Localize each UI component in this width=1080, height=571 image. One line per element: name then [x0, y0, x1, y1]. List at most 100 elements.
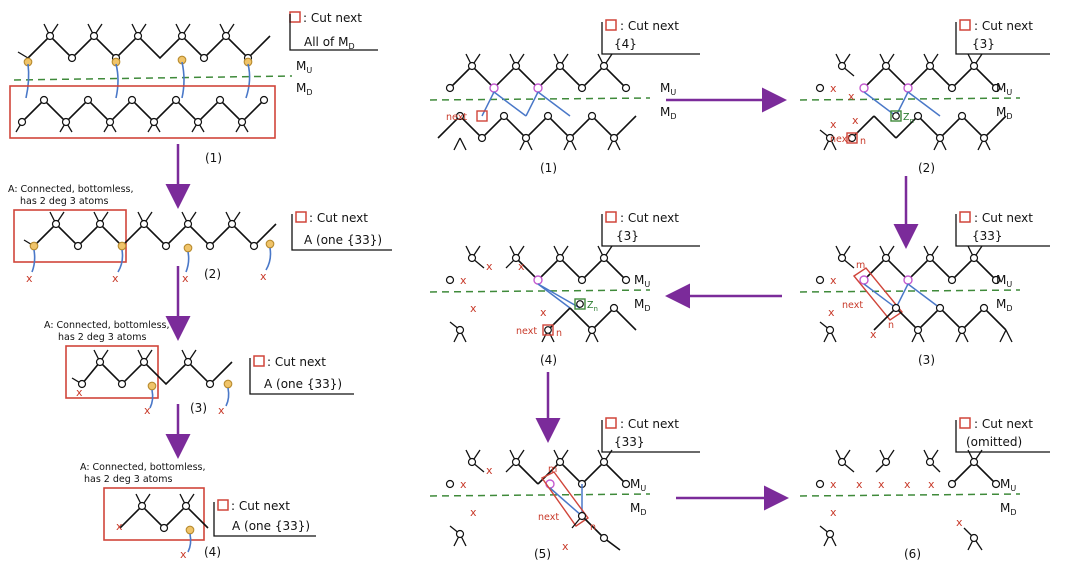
mu-label: MU	[634, 273, 650, 289]
note-line-1: A: Connected, bottomless,	[80, 462, 206, 473]
x-mark: x	[470, 302, 477, 315]
x-mark: x	[830, 118, 837, 131]
red-square-icon	[959, 417, 971, 429]
x-mark: x	[830, 478, 837, 491]
x-mark: x	[878, 478, 885, 491]
step-label: (2)	[918, 161, 935, 175]
red-square-icon	[295, 211, 307, 223]
next-label: next	[538, 512, 559, 523]
red-square-icon	[605, 417, 617, 429]
red-square-icon	[605, 211, 617, 223]
right-panel-4: : Cut next {3}	[429, 211, 700, 367]
x-mark: x	[956, 516, 963, 529]
mu-label: MU	[296, 59, 312, 75]
n-label: n	[556, 328, 562, 339]
right-panel-1: : Cut next {4}	[429, 19, 700, 175]
note-line-1: A: Connected, bottomless,	[8, 184, 134, 195]
md-label: MD	[660, 105, 677, 121]
red-selection-box	[65, 345, 159, 399]
left-panel-2: A: Connected, bottomless, has 2 deg 3 at…	[8, 184, 392, 285]
cut-next-label: : Cut next	[974, 417, 1033, 431]
note-line-2: has 2 deg 3 atoms	[20, 196, 108, 207]
cut-next-value: (omitted)	[966, 435, 1022, 449]
green-dashed-divider	[13, 75, 293, 81]
x-mark: x	[870, 328, 877, 341]
cut-next-value: {3}	[616, 229, 639, 243]
md-label: MD	[296, 81, 313, 97]
red-square-icon	[605, 19, 617, 31]
next-label: next	[842, 300, 863, 311]
next-label: next	[830, 134, 851, 145]
x-mark: x	[486, 464, 493, 477]
x-mark: x	[144, 404, 151, 417]
right-panel-2: : Cut next {3}	[799, 19, 1050, 175]
x-mark: x	[852, 114, 859, 127]
cut-next-label: : Cut next	[620, 417, 679, 431]
left-panel-4: A: Connected, bottomless, has 2 deg 3 at…	[80, 462, 316, 561]
red-square-icon	[289, 11, 301, 23]
md-label: MD	[630, 501, 647, 517]
n-label: n	[860, 136, 866, 147]
x-mark: x	[856, 478, 863, 491]
md-label: MD	[996, 105, 1013, 121]
x-mark: x	[518, 260, 525, 273]
step-label: (1)	[540, 161, 557, 175]
mu-label: MU	[996, 81, 1012, 97]
legend-cut-next: : Cut next {33}	[955, 211, 1050, 247]
legend-cut-next: : Cut next {3}	[601, 211, 700, 247]
x-mark: x	[562, 540, 569, 553]
next-label: next	[516, 326, 537, 337]
step-label: (6)	[904, 547, 921, 561]
m-label: m	[856, 260, 865, 271]
n-label: n	[888, 320, 894, 331]
step-label: (4)	[204, 545, 221, 559]
legend-cut-next-4: : Cut next A (one {33})	[213, 499, 316, 537]
x-mark: x	[182, 272, 189, 285]
legend-cut-next: : Cut next {4}	[601, 19, 700, 55]
cut-next-label: : Cut next	[309, 211, 368, 225]
red-square-icon	[959, 19, 971, 31]
x-mark: x	[116, 520, 123, 533]
red-selection-box	[103, 487, 205, 541]
x-mark: x	[830, 82, 837, 95]
cut-next-label: : Cut next	[303, 11, 362, 25]
upper-chain	[27, 34, 271, 60]
x-mark: x	[830, 506, 837, 519]
note-line-2: has 2 deg 3 atoms	[84, 474, 172, 485]
x-mark: x	[260, 270, 267, 283]
right-panel-6: : Cut next (omitted) x x x x x x x MU MD…	[799, 417, 1050, 561]
md-label: MD	[634, 297, 651, 313]
step-label: (3)	[190, 401, 207, 415]
legend-cut-next: : Cut next (omitted)	[955, 417, 1050, 453]
cut-next-value: {33}	[614, 435, 645, 449]
x-mark: x	[112, 272, 119, 285]
cut-next-value: All of MD	[304, 35, 355, 51]
cut-next-label: : Cut next	[267, 355, 326, 369]
cut-next-value: {3}	[972, 37, 995, 51]
m-label: m	[548, 464, 557, 475]
orange-atoms	[23, 55, 253, 67]
n-label: n	[590, 522, 596, 533]
x-mark: x	[828, 306, 835, 319]
z-label: Zn	[903, 112, 914, 125]
step-label: (4)	[540, 353, 557, 367]
mu-label: MU	[660, 81, 676, 97]
legend-cut-next-1: : Cut next All of MD	[289, 11, 378, 51]
step-label: (5)	[534, 547, 551, 561]
step-label: (1)	[205, 151, 222, 165]
x-mark: x	[460, 274, 467, 287]
red-selection-box	[9, 85, 276, 139]
md-label: MD	[996, 297, 1013, 313]
cut-next-value: A (one {33})	[232, 519, 310, 533]
x-mark: x	[830, 274, 837, 287]
red-square-icon	[217, 499, 229, 511]
mu-label: MU	[1000, 477, 1016, 493]
cut-next-label: : Cut next	[620, 19, 679, 33]
x-mark: x	[486, 260, 493, 273]
cut-next-label: : Cut next	[231, 499, 290, 513]
red-square-icon	[959, 211, 971, 223]
left-panel-3: A: Connected, bottomless, has 2 deg 3 at…	[44, 320, 354, 417]
step-label: (3)	[918, 353, 935, 367]
z-label: Zn	[587, 300, 598, 313]
